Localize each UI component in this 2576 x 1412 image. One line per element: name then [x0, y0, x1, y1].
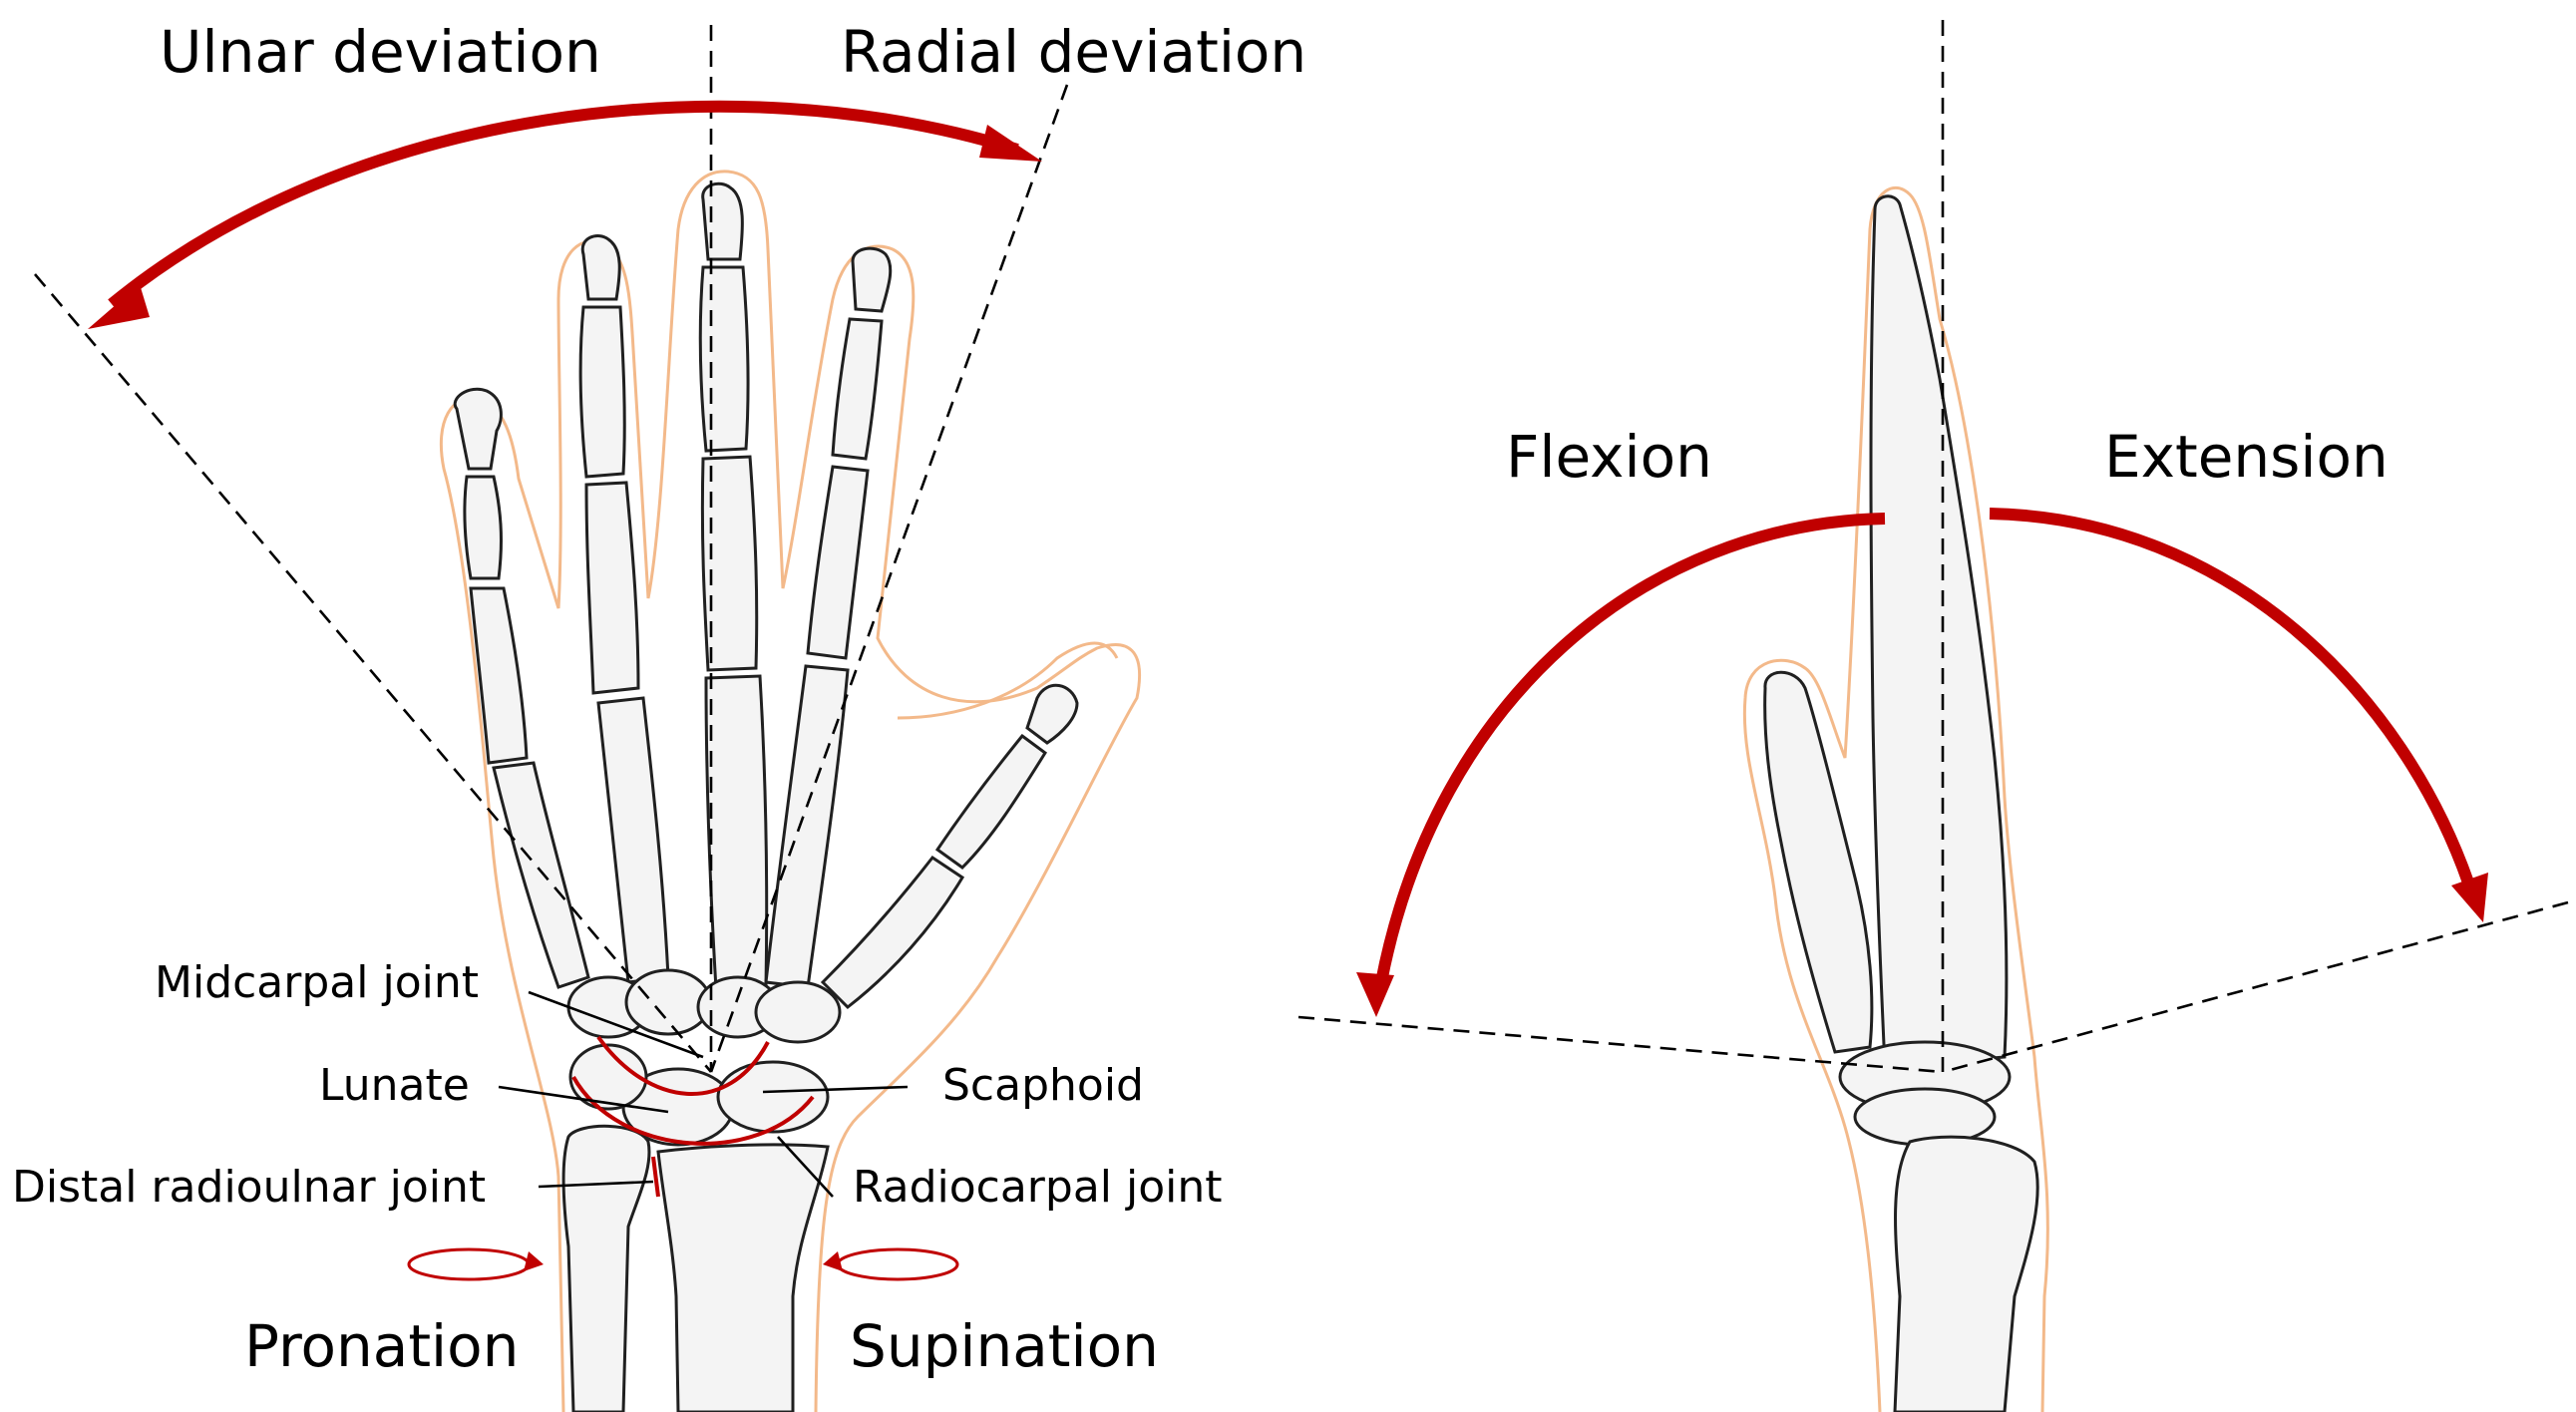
label-midcarpal-joint: Midcarpal joint — [155, 957, 479, 1008]
ulnar-arrowhead — [88, 284, 150, 329]
radial-arrowhead — [979, 125, 1042, 162]
extension-arc-arrow — [1989, 508, 2474, 884]
right-hand-figure: Flexion Extension — [1297, 20, 2569, 1412]
label-scaphoid: Scaphoid — [942, 1060, 1144, 1111]
little-finger-bones — [453, 387, 590, 989]
label-supination: Supination — [850, 1312, 1159, 1380]
deviation-arc-arrow — [108, 100, 1019, 309]
pronation-rotation-icon — [407, 1247, 544, 1281]
radioulnar-joint-line — [651, 1156, 660, 1198]
leader-scaphoid — [762, 1085, 909, 1094]
label-pronation: Pronation — [244, 1312, 519, 1380]
scaphoid-bone — [716, 1060, 830, 1134]
lateral-skin-outline — [1742, 185, 2049, 1412]
left-hand-figure: Ulnar deviation Radial deviation Midcarp… — [12, 18, 1306, 1412]
ulnar-deviation-axis-line — [34, 273, 712, 1073]
lateral-forearm-bones — [1893, 1135, 2039, 1412]
lateral-proximal-carpals — [1853, 1087, 1997, 1147]
supination-rotation-icon — [823, 1247, 959, 1281]
ulna-bone — [561, 1124, 651, 1412]
leader-lunate — [498, 1085, 669, 1114]
radius-bone — [656, 1143, 830, 1412]
index-finger-bones — [764, 246, 893, 989]
leader-radiocarpal — [777, 1136, 834, 1198]
leader-midcarpal — [528, 990, 704, 1059]
flexion-arrowhead — [1356, 972, 1394, 1017]
label-distal-radioulnar-joint: Distal radioulnar joint — [12, 1162, 486, 1213]
label-ulnar-deviation: Ulnar deviation — [160, 18, 601, 86]
label-lunate: Lunate — [319, 1060, 470, 1111]
flexion-axis-line — [1297, 1015, 1944, 1074]
lateral-thumb — [1763, 670, 1874, 1054]
radial-deviation-axis-line — [709, 84, 1069, 1073]
leader-distal-radioulnar — [538, 1180, 654, 1189]
midcarpal-joint-line — [596, 1035, 770, 1096]
label-radiocarpal-joint: Radiocarpal joint — [853, 1162, 1223, 1213]
thumb-bones — [820, 683, 1079, 1009]
flexion-arc-arrow — [1375, 513, 1886, 984]
label-radial-deviation: Radial deviation — [841, 18, 1306, 86]
label-flexion: Flexion — [1506, 423, 1712, 491]
thumb-skin-outline — [897, 641, 1119, 720]
radiocarpal-joint-line — [571, 1076, 815, 1146]
extension-axis-line — [1942, 900, 2569, 1074]
ring-finger-bones — [578, 234, 670, 984]
lateral-finger-stack — [1869, 194, 2009, 1069]
extension-arrowhead — [2451, 873, 2488, 922]
label-extension: Extension — [2104, 423, 2389, 491]
carpal-bones — [566, 968, 842, 1147]
